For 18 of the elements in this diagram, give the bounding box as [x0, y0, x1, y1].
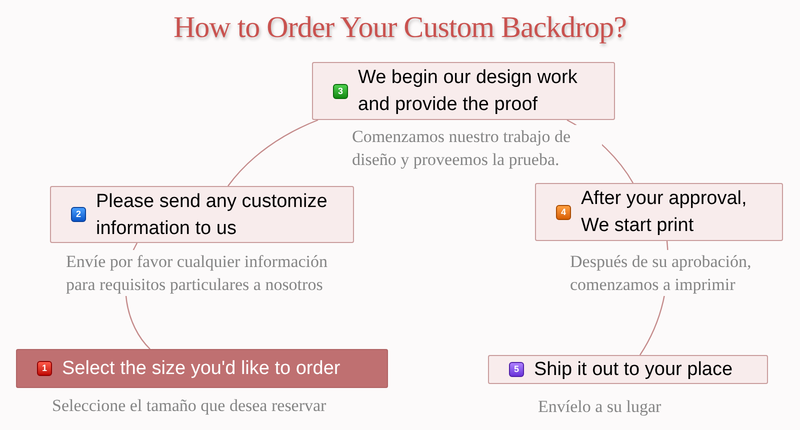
step-number-badge: 5: [509, 362, 524, 377]
step-number-badge: 3: [333, 84, 348, 98]
step-box: [535, 183, 783, 241]
title: How to Order Your Custom Backdrop?: [174, 10, 626, 46]
step-text: Please send any customize information to us: [96, 190, 328, 240]
step-box: [488, 355, 768, 384]
step-text: We begin our design work and provide the proof: [358, 66, 578, 117]
spanish-caption: Comenzamos nuestro trabajo de diseño y proveemos la prueba.: [352, 125, 602, 171]
step-text: After your approval, We start print: [581, 187, 748, 238]
step-number-badge: 4: [556, 204, 571, 220]
step-text: Ship it out to your place: [534, 358, 733, 382]
step-number-badge: 2: [71, 207, 86, 222]
connector-line: [228, 119, 318, 186]
step-text: Select the size you'd like to order: [62, 357, 340, 381]
step-box: [312, 62, 615, 120]
step-box: [16, 349, 388, 388]
step-number-badge: 1: [37, 361, 52, 376]
step-box: [50, 186, 354, 243]
